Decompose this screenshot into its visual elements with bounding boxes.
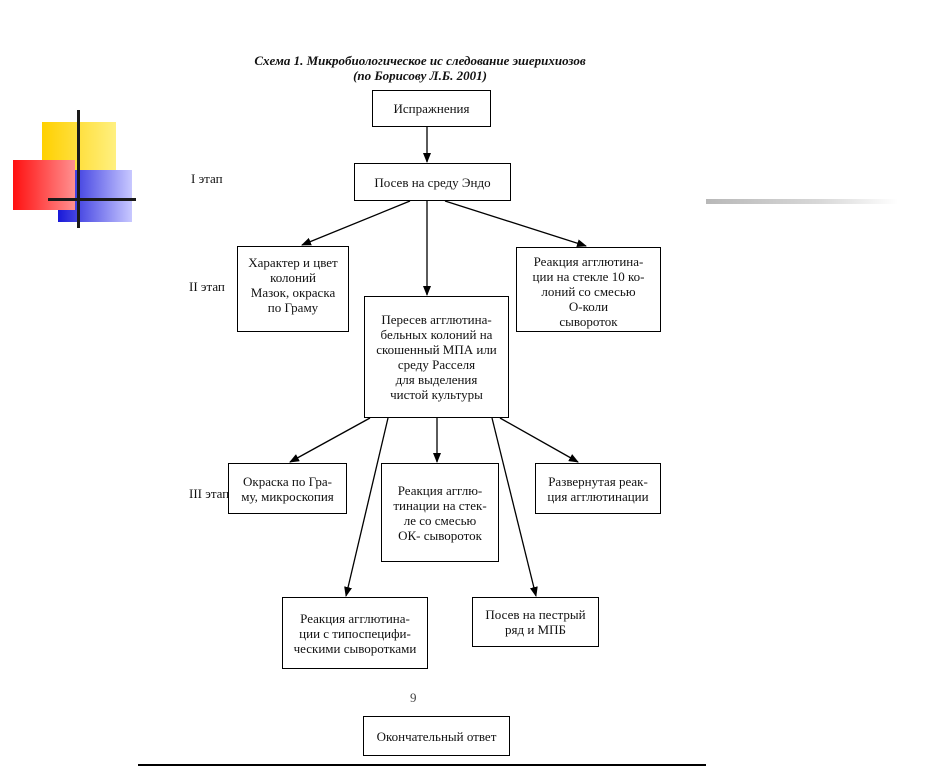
arrow-subculture-to-motley xyxy=(491,417,538,597)
arrow-endo-to-character xyxy=(301,200,411,246)
page-number: 9 xyxy=(410,690,417,705)
arrow-subculture-to-expanded xyxy=(499,417,579,463)
red-square xyxy=(13,160,75,210)
arrow-subculture-to-gram xyxy=(289,417,371,463)
node-feces: Испражнения xyxy=(372,90,491,127)
node-final-answer: Окончательный ответ xyxy=(363,716,510,756)
node-character-color: Характер и цвет колоний Мазок, окраска п… xyxy=(237,246,349,332)
arrow-endo-to-slide xyxy=(444,200,587,248)
arrow-subculture-to-typespecific xyxy=(344,417,389,597)
stage-3-label: III этап xyxy=(189,486,230,501)
bottom-rule xyxy=(138,764,706,766)
stage-2-label: II этап xyxy=(189,279,225,294)
node-endo-inoculation: Посев на среду Эндо xyxy=(354,163,511,201)
cross-vertical-line xyxy=(77,110,80,228)
cross-horizontal-line xyxy=(48,198,136,201)
decorative-gradient-line xyxy=(706,199,898,204)
stage-1-label: I этап xyxy=(191,171,223,186)
node-typespecific-agglutination: Реакция агглютина- ции с типоспецифи- че… xyxy=(282,597,428,669)
title-line-2: (по Борисову Л.Б. 2001) xyxy=(353,68,487,83)
node-motley-row: Посев на пестрый ряд и МПБ xyxy=(472,597,599,647)
decorative-squares-logo xyxy=(0,0,140,240)
node-slide-agglutination: Реакция агглютина- ции на стекле 10 ко- … xyxy=(516,247,661,332)
node-ok-agglutination: Реакция агглю- тинации на стек- ле со см… xyxy=(381,463,499,562)
node-expanded-agglutination: Развернутая реак- ция агглютинации xyxy=(535,463,661,514)
node-gram-microscopy: Окраска по Гра- му, микроскопия xyxy=(228,463,347,514)
diagram-title: Схема 1. Микробиологическое ис следовани… xyxy=(180,53,660,83)
node-subculture: Пересев агглютина- бельных колоний на ск… xyxy=(364,296,509,418)
title-line-1: Схема 1. Микробиологическое ис следовани… xyxy=(254,53,586,68)
